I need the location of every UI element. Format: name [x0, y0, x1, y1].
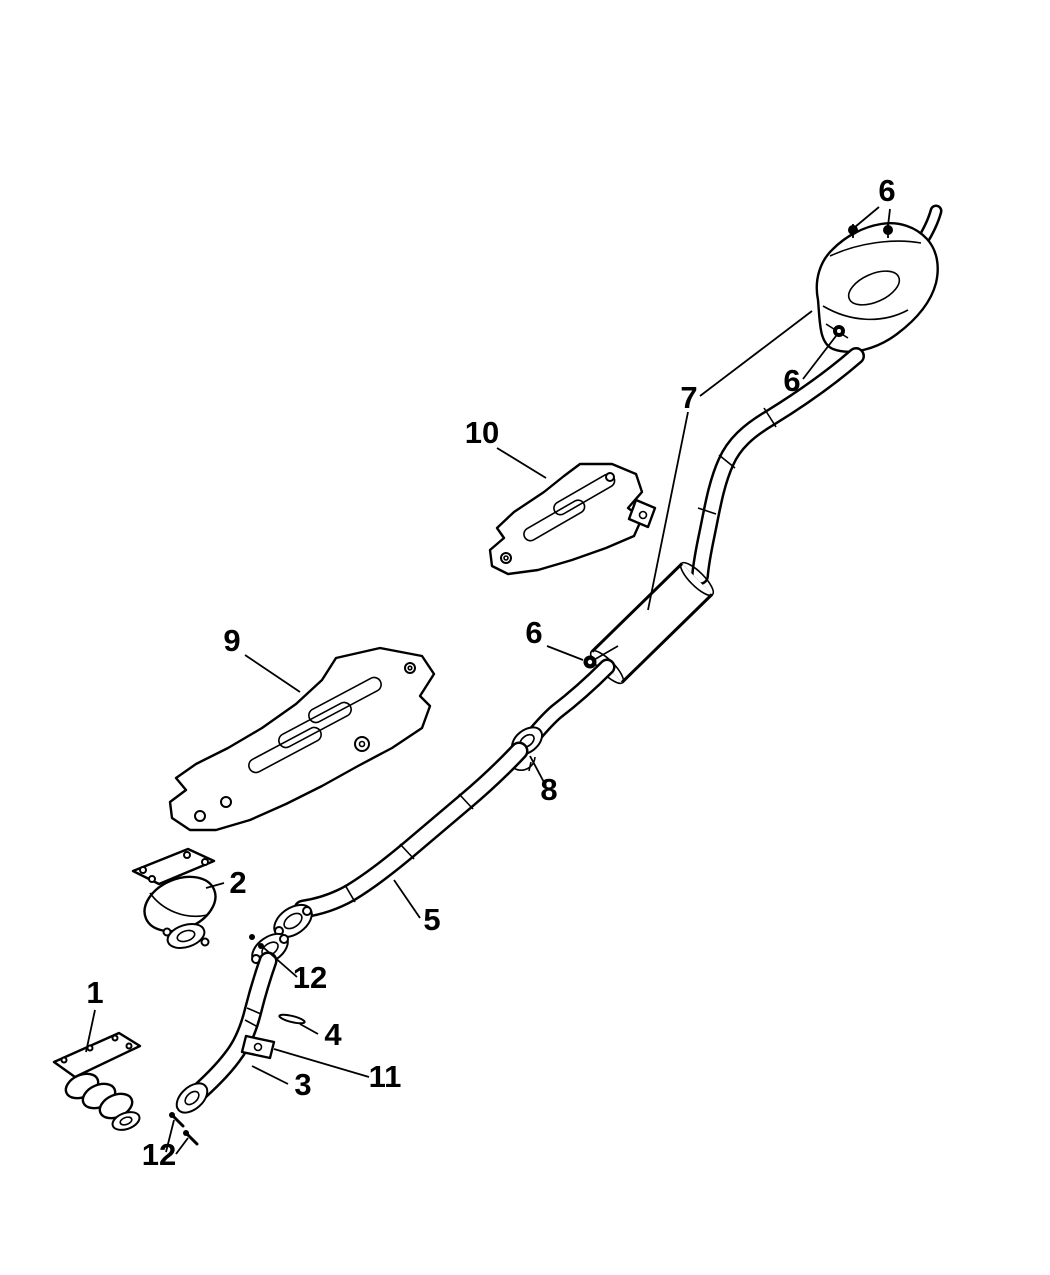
rear-muffler: [815, 204, 943, 353]
support-bracket: [240, 1034, 276, 1060]
callout-1-label: 1: [86, 975, 103, 1010]
callout-10-label: 10: [465, 415, 499, 450]
callout-12-manifold-studs: 12: [142, 1119, 189, 1172]
callout-10: 10: [465, 415, 547, 479]
resonator-hanger-isolator: [583, 645, 619, 669]
callout-11-label: 11: [369, 1059, 402, 1094]
callout-7: 7: [647, 310, 813, 611]
spring-pin: [278, 1013, 306, 1025]
callout-4: 4: [299, 1017, 342, 1052]
crossover-down-pipe: [175, 932, 289, 1114]
heat-shield-rear: [488, 462, 657, 576]
callout-7-label: 7: [680, 380, 697, 415]
callout-3: 3: [251, 1065, 312, 1102]
callout-9: 9: [223, 623, 301, 693]
heat-shield-front: [168, 646, 436, 832]
callout-11: 11: [273, 1048, 402, 1094]
callout-3-label: 3: [294, 1067, 311, 1102]
callout-12-flange-bolts: 12: [263, 947, 327, 995]
muffler-lower-isolator: [825, 323, 849, 339]
front-exhaust-pipe: [273, 741, 529, 939]
front-pipe-flange: [273, 903, 313, 939]
callout-1: 1: [85, 975, 104, 1053]
callout-8-label: 8: [540, 772, 557, 807]
callout-9-label: 9: [223, 623, 240, 658]
callout-6a-label: 6: [878, 173, 895, 208]
callout-2: 2: [205, 865, 247, 900]
callout-6b-label: 6: [783, 363, 800, 398]
callout-6-resonator-hanger: 6: [525, 615, 584, 661]
callout-2-label: 2: [229, 865, 246, 900]
callout-8: 8: [529, 755, 558, 807]
manifold-studs: [169, 1112, 199, 1146]
flange-bolts: [249, 934, 264, 949]
resonator: [589, 561, 715, 685]
crossover-lower-flange: [175, 1082, 209, 1114]
exhaust-manifold: [52, 1031, 142, 1131]
callout-5: 5: [393, 879, 441, 937]
callout-4-label: 4: [324, 1017, 342, 1052]
callout-6-muffler-studs: 6: [854, 173, 896, 228]
callout-12b-label: 12: [142, 1137, 176, 1172]
callout-6c-label: 6: [525, 615, 542, 650]
resonator-outlet-pipe: [526, 658, 616, 743]
callout-5-label: 5: [423, 902, 440, 937]
catalytic-converter-manifold: [131, 847, 217, 949]
callout-12a-label: 12: [293, 960, 327, 995]
callout-6-muffler-isolator: 6: [783, 335, 837, 398]
intermediate-pipe: [691, 347, 865, 585]
